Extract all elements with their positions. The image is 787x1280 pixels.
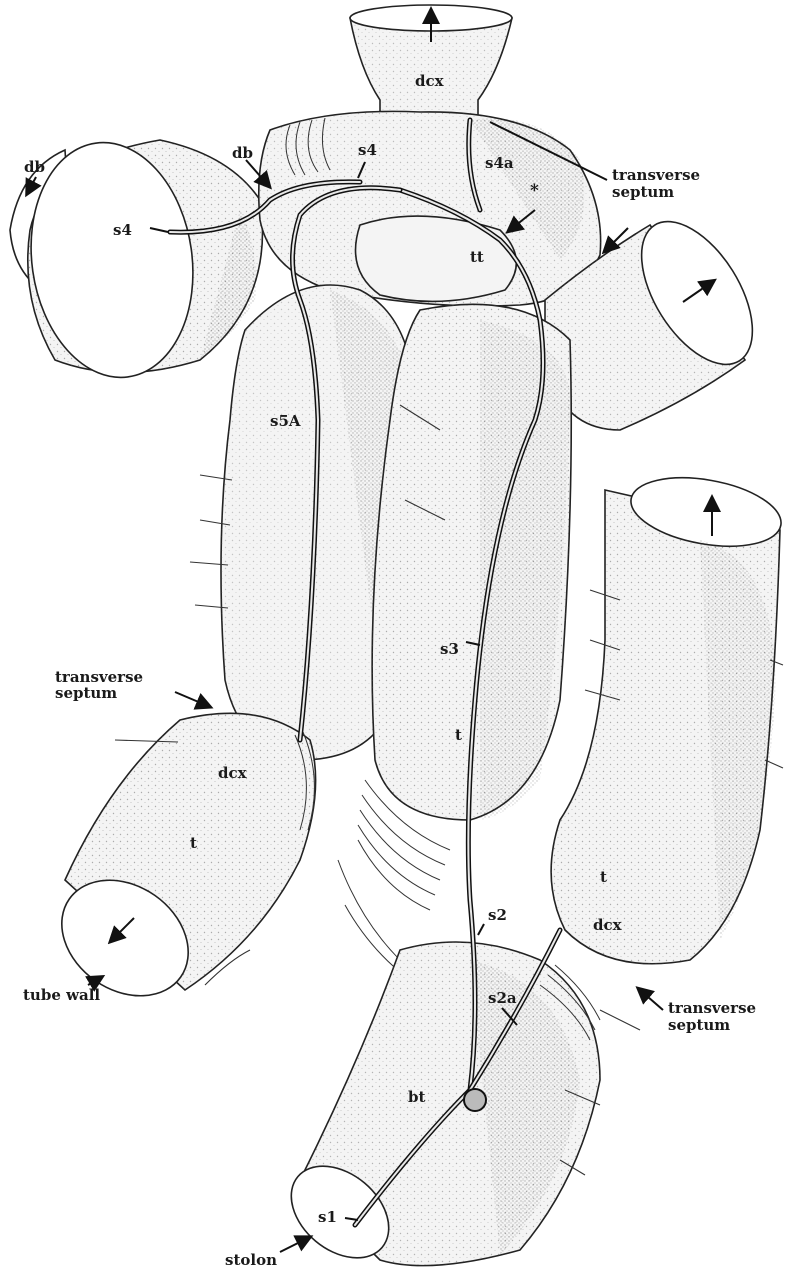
label-db-mid: db <box>232 144 253 162</box>
label-s3: s3 <box>440 640 459 658</box>
label-dcx-left: dcx <box>218 764 248 782</box>
label-s2a: s2a <box>488 989 517 1007</box>
label-t-left: t <box>190 834 197 852</box>
label-s2: s2 <box>488 906 507 924</box>
label-septum-right: septum <box>668 1016 730 1034</box>
label-bt: bt <box>408 1088 425 1106</box>
label-dcx-top: dcx <box>415 72 445 90</box>
bottom-stolon-tube <box>273 942 600 1276</box>
label-s4-left: s4 <box>113 221 132 239</box>
label-septum-left: septum <box>55 684 117 702</box>
right-tall-column <box>551 467 786 963</box>
label-db-left: db <box>24 158 45 176</box>
label-dcx-right: dcx <box>593 916 623 934</box>
label-asterisk: * <box>530 181 539 201</box>
label-s5A: s5A <box>270 412 301 430</box>
lower-left-tube <box>39 713 315 1019</box>
label-s4-top: s4 <box>358 141 377 159</box>
top-cup <box>350 5 512 120</box>
label-stolon: stolon <box>225 1251 277 1269</box>
label-septum-top: septum <box>612 183 674 201</box>
label-s1: s1 <box>318 1208 337 1226</box>
label-transverse-right: transverse <box>668 999 756 1017</box>
label-s4a: s4a <box>485 154 514 172</box>
left-hemisphere <box>10 132 263 388</box>
label-t-right: t <box>600 868 607 886</box>
label-transverse-top: transverse <box>612 166 700 184</box>
label-tt: tt <box>470 248 484 266</box>
upper-body <box>259 111 601 306</box>
label-t-center: t <box>455 726 462 744</box>
label-tube-wall: tube wall <box>23 986 100 1004</box>
